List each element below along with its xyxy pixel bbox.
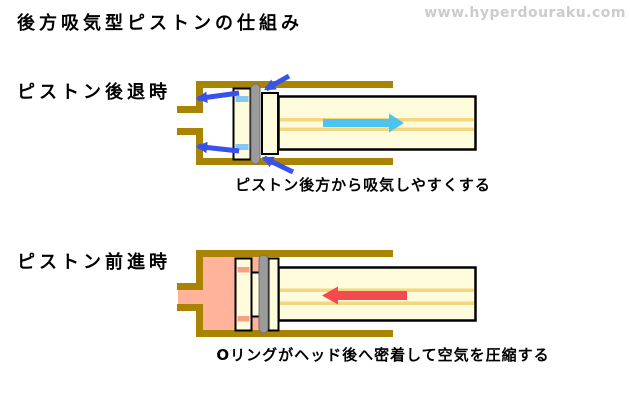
air-passage-stripe [237,316,250,322]
air-passage-stripe [235,96,249,102]
diagram2-caption: Oリングがヘッド後へ密着して空気を圧縮する [216,346,550,364]
airflow-arrow-top-right [263,73,291,92]
rod-stripe [280,301,474,305]
airflow-arrow-bottom-left [195,141,240,154]
piston-flange [267,257,280,332]
air-passage-stripe [235,144,249,150]
head-air-passages [235,96,249,150]
nozzle-port-upper [177,283,203,290]
compressed-air-nozzle [178,290,203,304]
piston-motion-arrow-right [323,113,404,133]
diagram2-piston-advance [177,250,477,337]
diagram1-caption: ピストン後方から吸気しやすくする [235,176,491,194]
airflow-arrow-bottom-right [261,155,295,175]
nozzle-port-upper [177,106,203,113]
piston-motion-arrow-left [322,286,407,305]
air-passage-stripe [237,267,250,273]
nozzle-port-lower [177,304,203,311]
o-ring [258,254,269,334]
piston-head [234,257,253,332]
cylinder-head-wall-upper [196,250,203,290]
cylinder-head-wall-lower [196,304,203,337]
cylinder-top-wall [196,250,393,257]
diagram1-piston-retract [177,73,477,175]
intake-airflow-arrows [195,73,295,175]
cylinder-bottom-wall [196,158,393,165]
page-title: 後方吸気型ピストンの仕組み [17,13,303,34]
head-air-passages [237,267,250,322]
rod-stripe [280,127,474,131]
diagram2-label: ピストン前進時 [17,252,171,273]
diagram1-label: ピストン後退時 [17,82,171,103]
o-ring [250,83,261,165]
cylinder-top-wall [196,81,393,88]
piston-rod-stripes [280,288,474,305]
watermark-text: www.hyperdouraku.com [424,5,626,21]
piston-flange [261,92,279,155]
rod-stripe [280,288,474,292]
cylinder-bottom-wall [196,330,393,337]
cylinder-walls-bottom [177,250,393,337]
airflow-arrow-top-left [195,90,240,103]
nozzle-port-lower [177,128,203,135]
